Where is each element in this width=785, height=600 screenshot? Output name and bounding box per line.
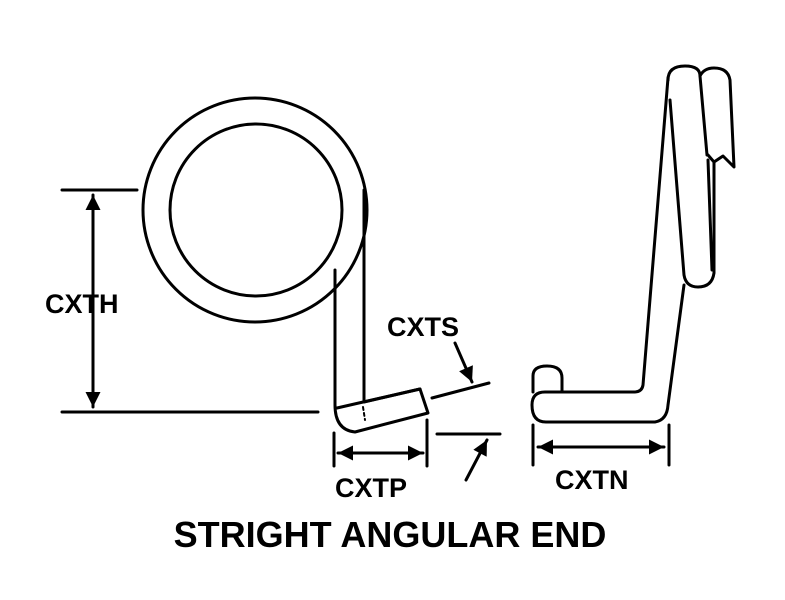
diagram-title: STRIGHT ANGULAR END [174,514,607,555]
coil-end-view [530,64,736,424]
height-dimension [60,188,320,414]
label-cxtn: CXTN [555,465,629,495]
coil-side-view [141,96,430,434]
label-cxts: CXTS [387,312,459,342]
label-cxth: CXTH [45,289,119,319]
length-dimension [531,423,671,467]
label-cxtp: CXTP [335,473,407,503]
projection-dimension [332,418,429,468]
thickness-dimension [430,341,502,482]
